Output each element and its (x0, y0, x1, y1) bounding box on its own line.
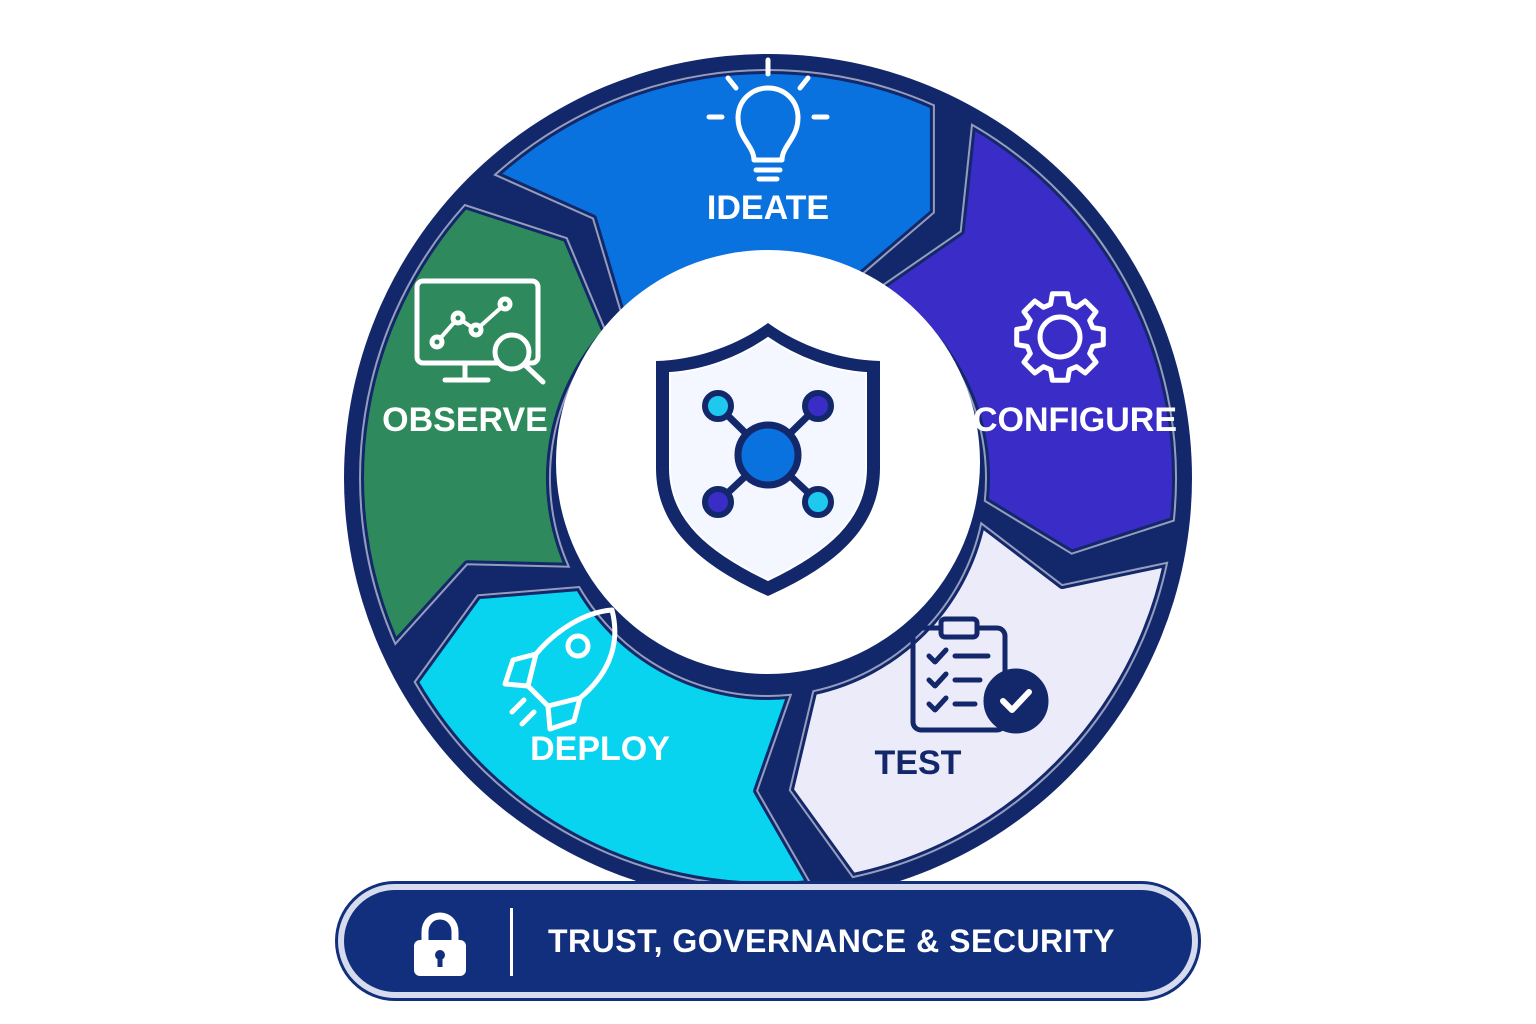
segment-test-highlight (788, 521, 1169, 879)
shield-network-icon (656, 323, 880, 596)
label-observe: OBSERVE (382, 401, 548, 439)
clipboard-check-icon (910, 616, 1049, 734)
gear-icon (1014, 291, 1106, 383)
trust-governance-banner: TRUST, GOVERNANCE & SECURITY (338, 884, 1198, 998)
segment-deploy-highlight (413, 585, 813, 887)
lock-icon (414, 912, 466, 976)
cycle-segments (356, 66, 1180, 890)
label-deploy: DEPLOY (530, 730, 670, 768)
rocket-icon (502, 607, 618, 732)
lightbulb-icon (706, 57, 830, 182)
label-configure: CONFIGURE (973, 401, 1177, 439)
label-ideate: IDEATE (707, 189, 829, 227)
monitor-analytics-icon (414, 278, 546, 385)
footer-divider (510, 908, 513, 976)
segment-observe-highlight (359, 203, 608, 646)
footer-label: TRUST, GOVERNANCE & SECURITY (548, 923, 1115, 959)
label-test: TEST (875, 744, 962, 782)
